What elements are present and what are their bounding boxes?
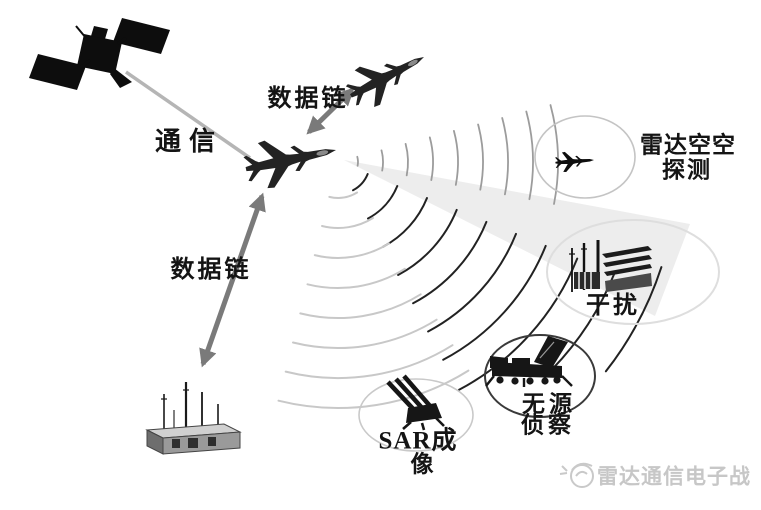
sar-imaging-label-line1: SAR成	[378, 427, 458, 455]
radar-air-detection-label-line1: 雷达空空	[640, 132, 736, 158]
datalink-arrow-air	[306, 87, 355, 135]
radar-wave-fan-right	[356, 104, 559, 205]
communication-label: 通信	[154, 127, 224, 156]
jamming-building-icon	[569, 240, 652, 292]
target-jet-icon	[555, 151, 594, 173]
missile-launcher-icon	[386, 374, 445, 431]
sar-imaging-label-line2: 像	[410, 451, 434, 477]
datalink-arrow-ground	[199, 192, 266, 368]
jamming-label: 干扰	[586, 293, 640, 319]
datalink-ground-label: 数据链	[170, 257, 252, 283]
radar-air-detection-label-line2: 探测	[662, 157, 712, 183]
datalink-air-label: 数据链	[267, 86, 349, 112]
fighter-jet-lead-icon	[243, 140, 336, 189]
sar-imaging-ellipse	[358, 378, 474, 452]
watermark-text: 雷达通信电子战	[597, 465, 751, 489]
comm-link-line	[125, 70, 251, 160]
jamming-beam	[344, 160, 690, 316]
watermark-logo-icon	[559, 462, 594, 488]
passive-recon-ellipse	[484, 334, 596, 418]
fighter-jet-wingman-icon	[345, 57, 424, 107]
jamming-ellipse	[546, 219, 720, 325]
radar-wave-fan-down	[277, 191, 470, 409]
passive-recon-label-line2: 侦察	[521, 412, 575, 438]
passive-recon-label-line1: 无源	[522, 391, 576, 417]
radar-air-detection-ellipse	[534, 115, 636, 199]
passive-radar-vehicle-icon	[485, 336, 573, 387]
ground-station-icon	[145, 382, 242, 455]
satellite-icon	[29, 18, 170, 90]
